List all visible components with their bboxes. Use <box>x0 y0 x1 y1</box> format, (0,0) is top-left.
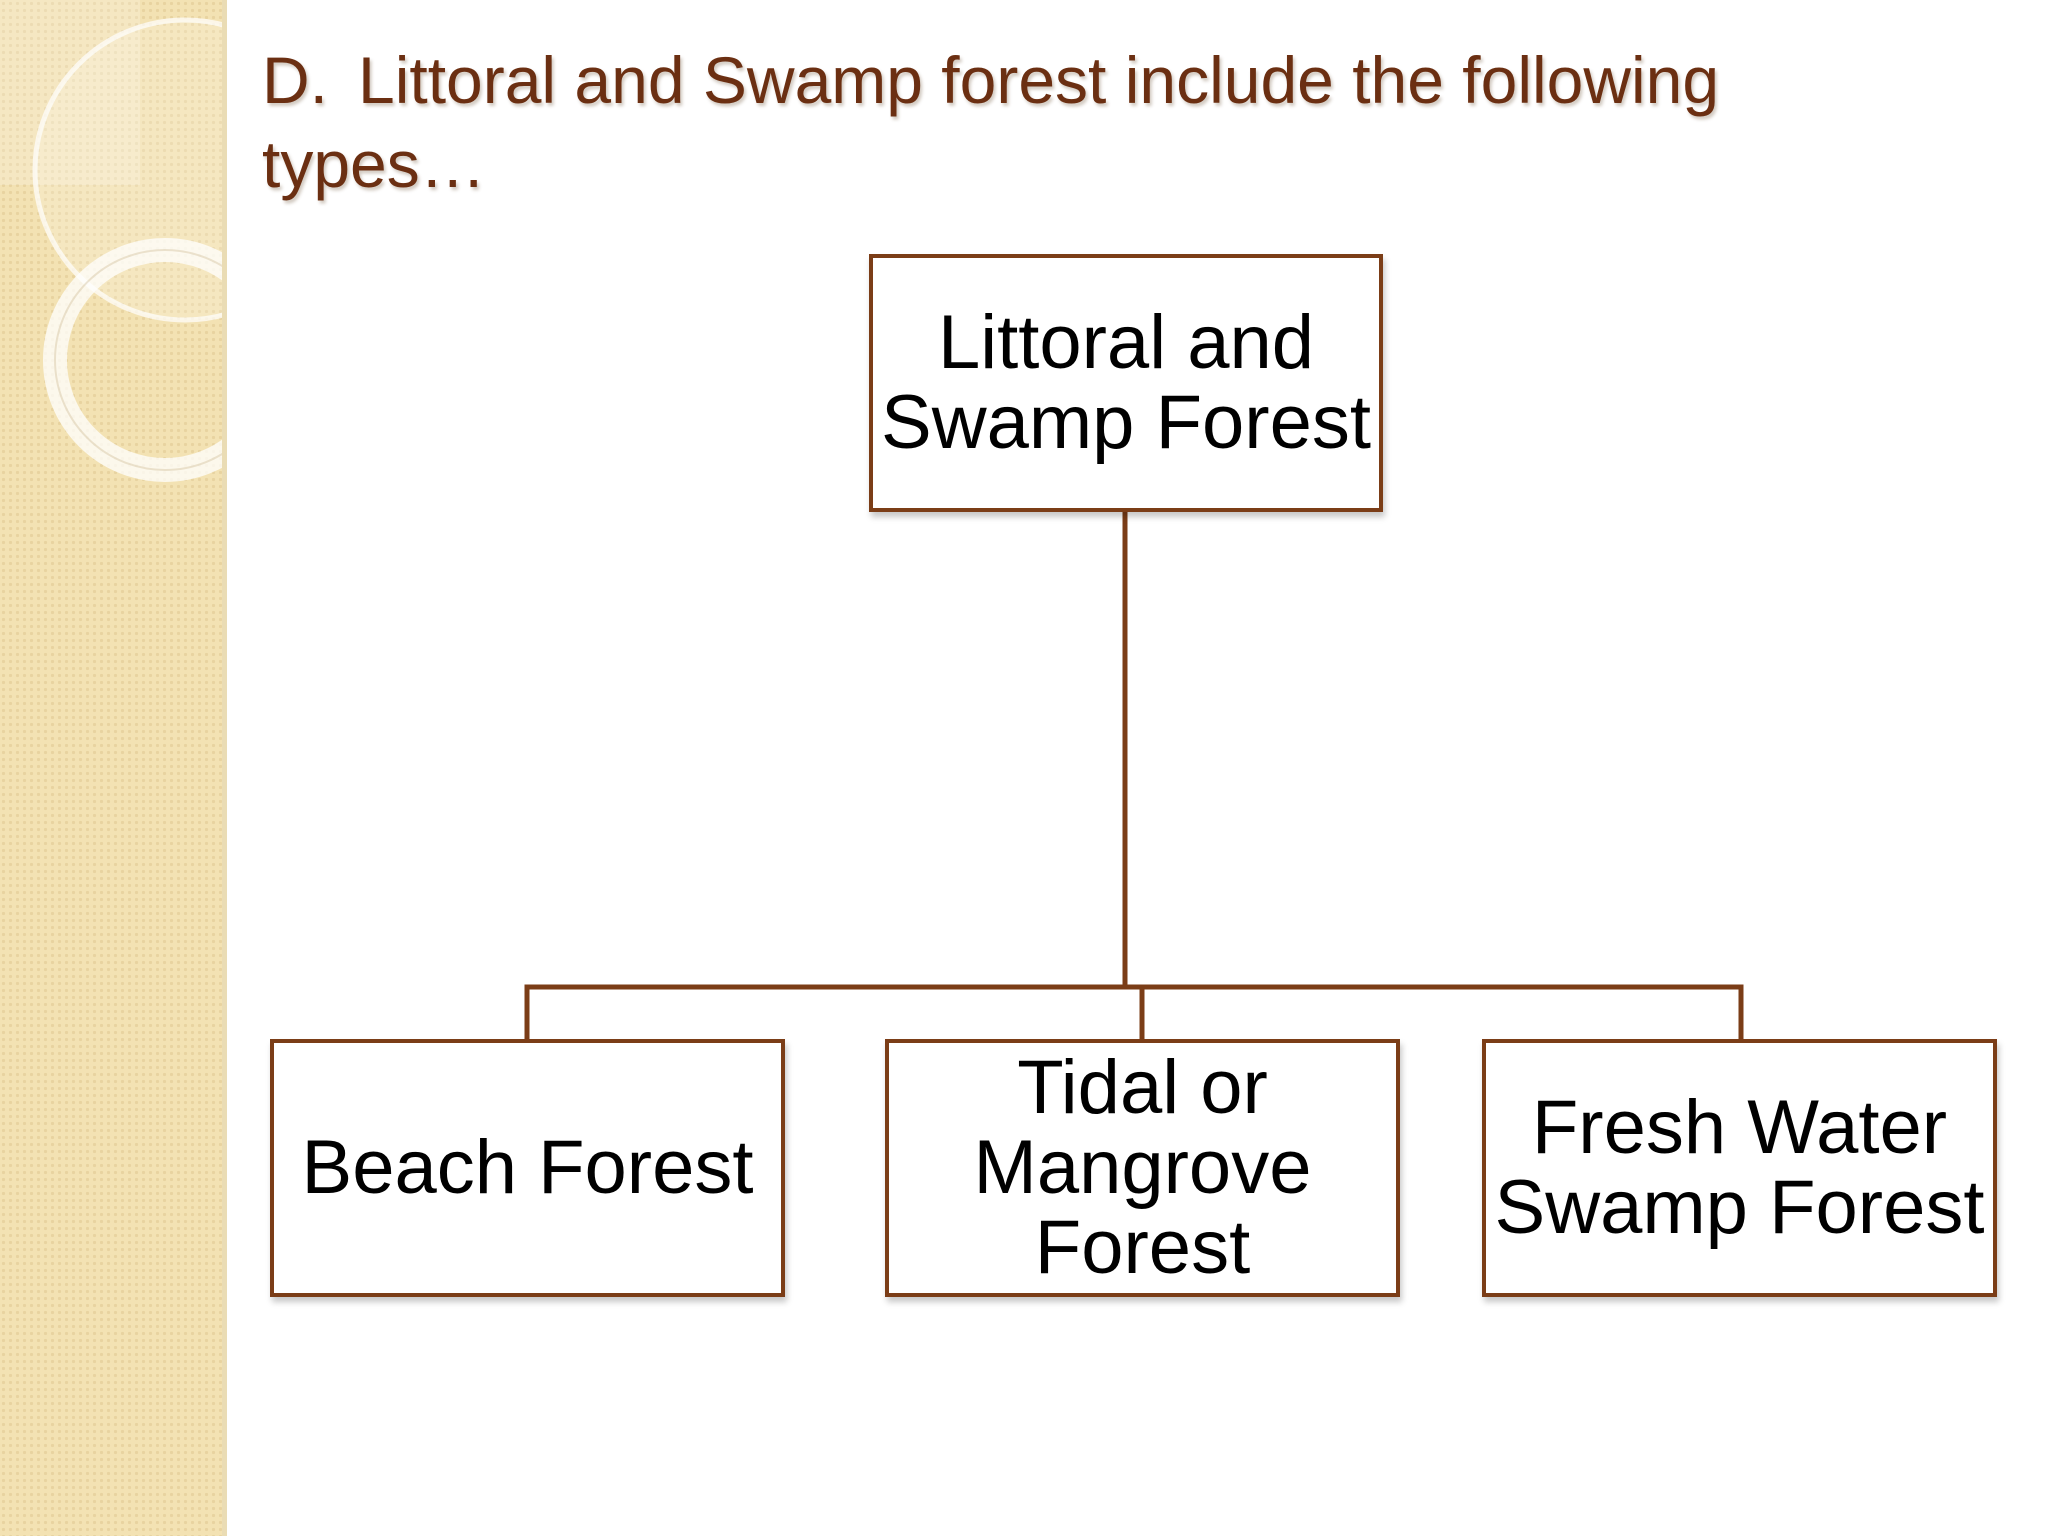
node-line: Beach Forest <box>301 1125 754 1210</box>
node-beach-forest: Beach Forest <box>270 1039 785 1297</box>
node-line: Forest <box>1034 1205 1251 1290</box>
title-text: Littoral and Swamp forest include the fo… <box>262 43 1720 201</box>
decorative-sidebar <box>0 0 227 1536</box>
node-line: Mangrove <box>973 1125 1312 1210</box>
node-line: Tidal or <box>1017 1045 1268 1130</box>
node-line: Littoral and <box>937 300 1314 385</box>
decorative-rings <box>0 0 227 482</box>
slide-title: D.Littoral and Swamp forest include the … <box>262 38 1902 206</box>
title-marker: D. <box>262 43 328 117</box>
node-fresh-water-swamp-forest: Fresh Water Swamp Forest <box>1482 1039 1997 1297</box>
node-line: Swamp Forest <box>1494 1165 1985 1250</box>
sidebar-edge <box>222 0 227 1536</box>
node-line: Swamp Forest <box>881 380 1371 465</box>
node-littoral-swamp-forest: Littoral and Swamp Forest <box>869 254 1383 512</box>
node-tidal-mangrove-forest: Tidal or Mangrove Forest <box>885 1039 1400 1297</box>
node-line: Fresh Water <box>1531 1085 1948 1170</box>
